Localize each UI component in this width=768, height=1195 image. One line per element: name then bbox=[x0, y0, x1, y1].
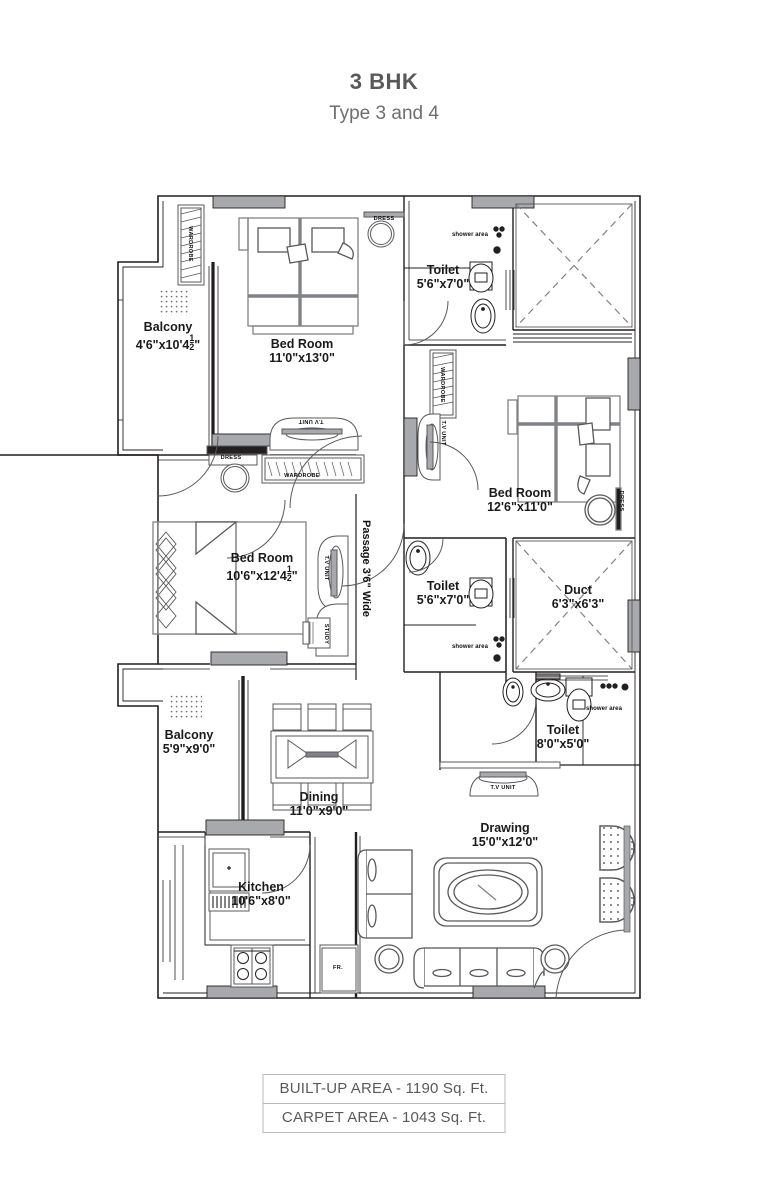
toilet-top-fixtures bbox=[403, 226, 515, 346]
duct-outline bbox=[515, 203, 633, 670]
room-dimension: 6'3"x6'3" bbox=[551, 597, 605, 611]
outer-windows bbox=[118, 299, 171, 962]
room-name: Bed Room bbox=[230, 550, 294, 565]
furniture-tag-dress_left: DRESS bbox=[220, 455, 242, 461]
furniture-tag-dress_tr: DRESS bbox=[373, 216, 395, 222]
furniture-tag-shower_top: shower area bbox=[451, 232, 489, 238]
master-bed-furniture bbox=[238, 217, 359, 335]
room-dimension: 12'6"x11'0" bbox=[487, 500, 553, 514]
toilet-mid-fixtures bbox=[405, 537, 515, 662]
room-dimension: 11'0"x13'0" bbox=[269, 351, 335, 365]
furniture-tag-tv_unit_left: T.V UNIT bbox=[323, 555, 329, 581]
tv-wardrobe-master bbox=[206, 417, 365, 493]
right-bed-furniture bbox=[507, 395, 622, 531]
dining-furniture bbox=[270, 703, 374, 811]
kitchen-fixtures bbox=[208, 844, 359, 994]
room-dimension: 11'0"x9'0" bbox=[289, 804, 349, 818]
furniture-tag-tv_unit_top: T.V UNIT bbox=[298, 418, 324, 424]
room-name: Dining bbox=[299, 790, 339, 804]
room-dimension: 8'0"x5'0" bbox=[536, 737, 590, 751]
tv-study-left bbox=[302, 535, 349, 657]
furniture-tag-tv_unit_draw: T.V UNIT bbox=[490, 785, 516, 791]
furniture-tag-shower_bottom: shower area bbox=[585, 706, 623, 712]
room-name: Toilet bbox=[426, 263, 460, 277]
room-name: Toilet bbox=[426, 579, 460, 593]
furniture-tag-study_left: STUDY bbox=[323, 623, 329, 645]
furniture-tag-wardrobe_mid: WARDROBE bbox=[439, 367, 445, 403]
furniture-tag-shower_mid: shower area bbox=[451, 644, 489, 650]
passage-label: Passage 3'6" Wide bbox=[360, 520, 372, 618]
carpet-area-row: CARPET AREA - 1043 Sq. Ft. bbox=[263, 1103, 505, 1132]
room-name: Balcony bbox=[164, 728, 214, 742]
room-name: Kitchen bbox=[238, 880, 284, 894]
drawing-furniture bbox=[357, 849, 570, 989]
room-name: Bed Room bbox=[270, 337, 334, 351]
page-title: 3 BHK bbox=[349, 69, 419, 94]
page-subtitle: Type 3 and 4 bbox=[329, 102, 439, 124]
left-bed-furniture bbox=[152, 521, 307, 635]
wardrobe-top-left bbox=[177, 204, 205, 286]
room-name: Bed Room bbox=[488, 486, 552, 500]
sliding-door-top bbox=[513, 333, 632, 343]
room-dimension: 5'6"x7'0" bbox=[416, 593, 470, 607]
door-swings bbox=[157, 435, 479, 587]
area-summary-box: BUILT-UP AREA - 1190 Sq. Ft. CARPET AREA… bbox=[262, 1074, 506, 1133]
room-name: Drawing bbox=[480, 821, 530, 835]
room-name: Balcony bbox=[143, 319, 193, 334]
furniture-tag-fridge_kitchen: FR. bbox=[333, 965, 343, 971]
room-name: Toilet bbox=[546, 723, 580, 737]
room-dimension: 5'9"x9'0" bbox=[162, 742, 216, 756]
room-dimension: 10'6"x8'0" bbox=[231, 894, 291, 908]
toilet-bottom-fixtures bbox=[491, 673, 629, 745]
duct-hatch bbox=[515, 203, 633, 670]
room-name: Duct bbox=[564, 583, 592, 597]
furniture-tag-wardrobe_bl: WARDROBE bbox=[284, 473, 320, 479]
wardrobe-mid bbox=[417, 349, 457, 481]
furniture-tag-dress_right: DRESS bbox=[618, 490, 624, 512]
built-up-area-row: BUILT-UP AREA - 1190 Sq. Ft. bbox=[279, 1080, 489, 1097]
dress-top-right bbox=[363, 211, 405, 248]
drawing-tv-unit bbox=[439, 761, 561, 797]
furniture-tag-tv_unit_mid: T.V UNIT bbox=[440, 420, 446, 446]
furniture-tag-wardrobe_tl: WARDROBE bbox=[187, 226, 193, 262]
room-dimension: 5'6"x7'0" bbox=[416, 277, 470, 291]
page-header: 3 BHK Type 3 and 4 bbox=[0, 68, 768, 125]
entry-door bbox=[555, 825, 631, 999]
balcony-texture bbox=[158, 288, 202, 720]
room-dimension: 15'0"x12'0" bbox=[471, 835, 539, 849]
